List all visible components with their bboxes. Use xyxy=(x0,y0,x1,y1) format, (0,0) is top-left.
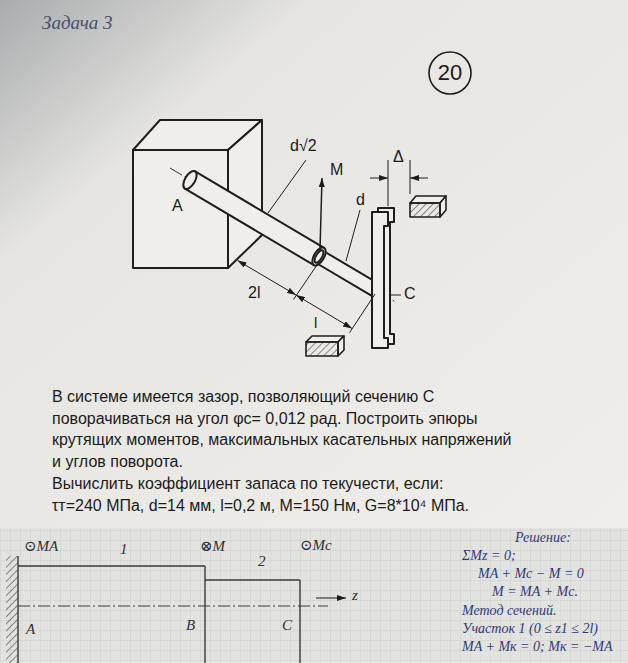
lever xyxy=(372,208,394,348)
given-data: τт=240 МПа, d=14 мм, l=0,2 м, M=150 Нм, … xyxy=(52,496,469,515)
sheet-number: 20 xyxy=(427,60,473,86)
gap-label: Δ xyxy=(393,147,404,166)
equation: MA + Mc − M = 0 xyxy=(478,566,584,583)
note: Метод сечений. xyxy=(462,603,556,620)
problem-text: Вычислить коэффициент запаса по текучест… xyxy=(52,474,443,493)
wall-hatch xyxy=(6,556,18,663)
section-label: A xyxy=(26,620,35,638)
section-label: C xyxy=(404,284,416,303)
segment-number: 1 xyxy=(120,540,128,558)
axis-arrow xyxy=(316,597,346,598)
section-label: B xyxy=(186,616,195,634)
length-label: 2l xyxy=(248,283,260,302)
wall-line xyxy=(17,556,18,663)
leader-line xyxy=(346,210,360,261)
extension-line xyxy=(410,160,411,194)
notebook-grid xyxy=(0,528,628,663)
paper xyxy=(0,0,628,528)
stop-front xyxy=(410,203,440,217)
moment-label: M xyxy=(330,160,343,179)
length-label: l xyxy=(314,314,317,332)
wall-front-face xyxy=(133,150,228,268)
rod-step-inner xyxy=(313,249,325,264)
sheet-number-box: 20 xyxy=(427,60,473,86)
sheet-number-circle: 20 xyxy=(427,50,473,96)
thick-rod xyxy=(185,171,324,265)
equation: ΣMz = 0; xyxy=(462,548,516,565)
sheet-title: Задача 3 xyxy=(42,12,113,35)
moment-label: ⊗M xyxy=(200,537,225,555)
lower-stop xyxy=(306,336,344,356)
notebook-paper xyxy=(0,528,628,663)
diameter-label: d xyxy=(356,190,365,209)
extension-line xyxy=(350,294,376,333)
beam-line xyxy=(205,579,300,580)
beam-line xyxy=(18,565,205,566)
rod-end xyxy=(181,169,200,191)
section-label: C xyxy=(282,616,292,634)
segment-number: 2 xyxy=(258,552,266,570)
dimension-line xyxy=(296,295,352,328)
note: Участок 1 (0 ≤ z1 ≤ 2l) xyxy=(462,621,598,638)
leader-line xyxy=(268,160,306,213)
shaft-axis xyxy=(170,168,395,302)
moment-arrow xyxy=(320,178,322,250)
equation: M = MA + Mc. xyxy=(492,584,578,601)
dimension-line xyxy=(238,261,296,296)
diameter-label: d√2 xyxy=(290,136,317,155)
axis-label: z xyxy=(352,586,358,604)
problem-text: В системе имеется зазор, позволяющий сеч… xyxy=(52,386,522,472)
stop-front xyxy=(306,342,338,356)
section-label: A xyxy=(172,196,183,215)
shaft xyxy=(181,169,379,296)
dimension-line xyxy=(410,178,428,179)
extension-line xyxy=(388,160,389,206)
moment-label: ⊙MA xyxy=(24,537,58,555)
dimensions xyxy=(238,160,428,333)
beam-line xyxy=(299,580,300,663)
moment-label: ⊙Mc xyxy=(300,536,332,554)
stop-side xyxy=(338,336,344,356)
equation: MA + Mк = 0; Mк = −MA xyxy=(462,639,613,656)
axis-line xyxy=(18,606,328,607)
leader-line xyxy=(390,295,401,296)
extension-line xyxy=(294,262,320,300)
solution-heading: Решение: xyxy=(515,530,571,547)
rod-step xyxy=(310,245,329,267)
stop-side xyxy=(440,196,446,217)
dimension-line xyxy=(370,178,388,179)
shaft-sketch xyxy=(6,556,346,663)
lever-front xyxy=(372,212,388,348)
upper-stop xyxy=(410,196,446,217)
